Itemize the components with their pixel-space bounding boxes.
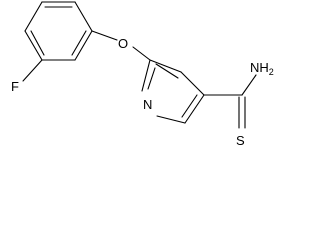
ring1-bond-3 (74, 30, 93, 61)
ring2-bond-5 (141, 59, 151, 92)
fluorine-label: F (11, 79, 19, 94)
fluorophenyl-ring (24, 1, 93, 61)
ring2-double-2 (181, 94, 198, 118)
sulfur-label: S (236, 133, 245, 148)
amine-subscript: 2 (269, 67, 274, 77)
ring1-bond-6 (24, 1, 43, 32)
c-o-bond-2 (132, 46, 151, 61)
oxygen-label: O (118, 36, 128, 51)
molecule-structure: O F N NH2 S (11, 1, 274, 148)
ring2-bond-2 (180, 71, 205, 96)
ring1-double-3 (30, 30, 45, 56)
amine-text: NH (250, 60, 269, 75)
ring1-bond-2 (74, 1, 93, 32)
ring2-bond-1 (149, 59, 182, 73)
amine-label: NH2 (250, 60, 274, 77)
nitrogen-label: N (143, 97, 152, 112)
c-f-bond (22, 59, 43, 82)
c-o-bond-1 (91, 30, 118, 41)
c-n-bond (241, 74, 257, 96)
ring2-double-1 (155, 63, 179, 79)
ring2-double-3 (147, 67, 156, 90)
structure-canvas: O F N NH2 S (11, 1, 274, 148)
ring2-bond-3 (184, 94, 205, 124)
ring1-bond-5 (24, 30, 43, 61)
ring2-bond-4 (156, 115, 186, 124)
pyridine-ring (141, 59, 205, 124)
ring1-double-2 (71, 30, 87, 56)
